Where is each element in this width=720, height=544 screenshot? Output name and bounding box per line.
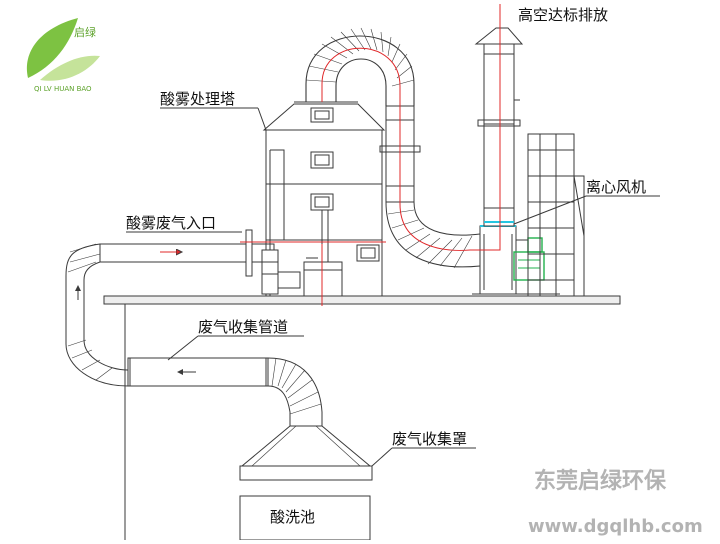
company-logo: 启绿 QI LV HUAN BAO (26, 18, 100, 93)
watermark: 东莞启绿环保 www.dgqlhb.com (528, 468, 703, 537)
logo-brand-cn: 启绿 (74, 25, 96, 39)
watermark-url: www.dgqlhb.com (528, 516, 703, 537)
exhaust-chimney (474, 27, 524, 227)
leaf-logo-icon (26, 18, 100, 81)
inlet-duct (99, 229, 266, 277)
dosing-tank (303, 257, 343, 297)
label-tank: 酸洗池 (270, 508, 315, 526)
label-discharge: 高空达标排放 (518, 6, 608, 24)
flow-arrows (75, 285, 196, 375)
label-fan: 离心风机 (586, 178, 646, 196)
label-inlet: 酸雾废气入口 (126, 214, 216, 232)
labels: 高空达标排放 酸雾处理塔 离心风机 酸雾废气入口 废气收集管道 废气收集罩 酸洗… (126, 6, 646, 526)
label-tower: 酸雾处理塔 (160, 90, 235, 108)
logo-brand-pinyin: QI LV HUAN BAO (34, 85, 92, 93)
collection-duct-vertical (65, 243, 129, 387)
collection-duct-horizontal (127, 357, 269, 387)
ladder-structure (527, 133, 585, 297)
inspection-windows (310, 107, 380, 262)
label-duct: 废气收集管道 (198, 318, 288, 336)
collection-hood (239, 425, 373, 481)
leader-lines (126, 107, 660, 467)
acid-wash-tank (239, 495, 371, 541)
watermark-company: 东莞启绿环保 (534, 468, 667, 494)
hood-elbow (267, 357, 323, 426)
centrifugal-fan (472, 225, 560, 295)
gas-flow-path (160, 4, 501, 306)
label-hood: 废气收集罩 (392, 430, 467, 448)
